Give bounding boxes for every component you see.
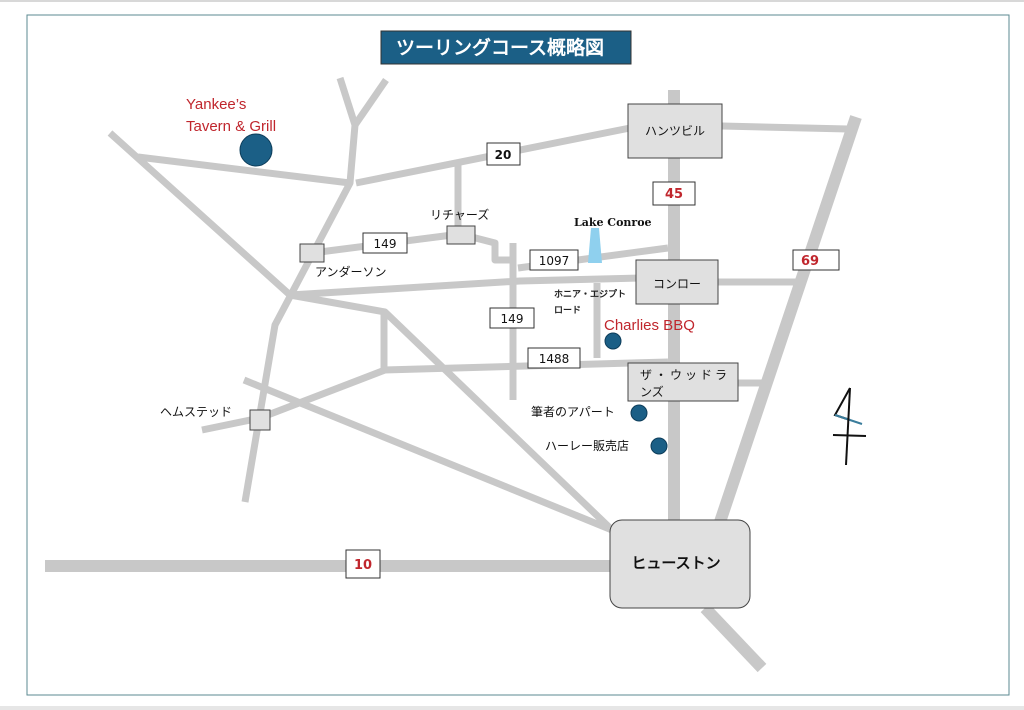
svg-text:アンダーソン: アンダーソン: [315, 264, 387, 279]
road-central-ew: [289, 274, 641, 299]
road-north-fork-left: [336, 76, 359, 127]
poi-marker: [630, 404, 648, 422]
svg-text:Yankee’s: Yankee’s: [186, 96, 246, 113]
svg-text:コンロー: コンロー: [653, 277, 701, 291]
route-69-marker: 69: [792, 249, 840, 271]
road-north-fork-right: [352, 78, 389, 127]
svg-text:Tavern & Grill: Tavern & Grill: [186, 118, 276, 135]
town-hempstead: ヘムステッド: [160, 405, 271, 431]
poi-charlies-bbq: Charlies BBQ: [604, 317, 695, 350]
town-anderson: アンダーソン: [299, 243, 387, 279]
town-houston: ヒューストン: [609, 519, 751, 609]
town-huntsville: ハンツビル: [627, 103, 723, 159]
road-nw-diagonal: [107, 130, 613, 531]
route-1097-marker: 1097: [529, 249, 579, 271]
bottom-divider: [0, 706, 1024, 710]
poi-harley: ハーレー販売店: [545, 437, 668, 455]
svg-text:149: 149: [501, 312, 524, 326]
poi-apartment: 筆者のアパート: [531, 404, 648, 422]
road-yankees: [137, 153, 351, 187]
svg-text:リチャーズ: リチャーズ: [430, 207, 489, 222]
svg-text:ザ・ウッドラ: ザ・ウッドラ: [640, 368, 730, 382]
route-1488-marker: 1488: [527, 347, 581, 369]
road-sw-diagonal: [242, 376, 614, 534]
svg-text:ハンツビル: ハンツビル: [645, 124, 705, 138]
map-frame: [26, 14, 1010, 696]
svg-text:ンズ: ンズ: [640, 384, 664, 399]
route-10-marker: 10: [345, 549, 381, 579]
north-arrow-icon: [832, 387, 867, 466]
poi-marker: [650, 437, 668, 455]
svg-text:ヒューストン: ヒューストン: [631, 554, 720, 572]
town-richards: リチャーズ: [430, 207, 489, 245]
town-woodlands: ザ・ウッドラ ンズ: [627, 362, 739, 402]
road-huntsville-east: [721, 122, 849, 133]
svg-text:10: 10: [354, 558, 372, 573]
poi-marker: [604, 332, 622, 350]
town-conroe: コンロー: [635, 259, 719, 305]
honea-egypt-label: ホニア・エジプト: [554, 288, 626, 300]
lake-conroe-shape: [588, 228, 602, 263]
poi-marker: [239, 133, 273, 167]
route-45-marker: 45: [652, 181, 696, 206]
road-149-upper: [311, 230, 515, 264]
route-149-lower-marker: 149: [489, 307, 535, 329]
honea-egypt-label-2: ロード: [554, 305, 581, 316]
svg-text:20: 20: [495, 148, 512, 162]
highway-69: [714, 115, 862, 524]
svg-text:ヘムステッド: ヘムステッド: [160, 405, 232, 419]
route-20-marker: 20: [486, 142, 521, 166]
svg-text:Charlies BBQ: Charlies BBQ: [604, 317, 695, 334]
svg-text:1488: 1488: [539, 352, 570, 366]
highway-south: [700, 603, 767, 673]
route-149-marker: 149: [362, 232, 408, 254]
top-divider: [0, 0, 1024, 2]
svg-text:149: 149: [374, 237, 397, 251]
poi-yankees: Yankee’s Tavern & Grill: [186, 96, 276, 167]
title-banner: ツーリングコース概略図: [380, 30, 632, 65]
map-title: ツーリングコース概略図: [396, 36, 604, 59]
svg-text:筆者のアパート: 筆者のアパート: [531, 405, 615, 419]
svg-text:ハーレー販売店: ハーレー販売店: [545, 438, 629, 453]
svg-text:45: 45: [665, 187, 683, 202]
svg-text:69: 69: [801, 254, 819, 269]
svg-text:1097: 1097: [539, 254, 570, 268]
lake-conroe-label: Lake Conroe: [574, 216, 652, 229]
